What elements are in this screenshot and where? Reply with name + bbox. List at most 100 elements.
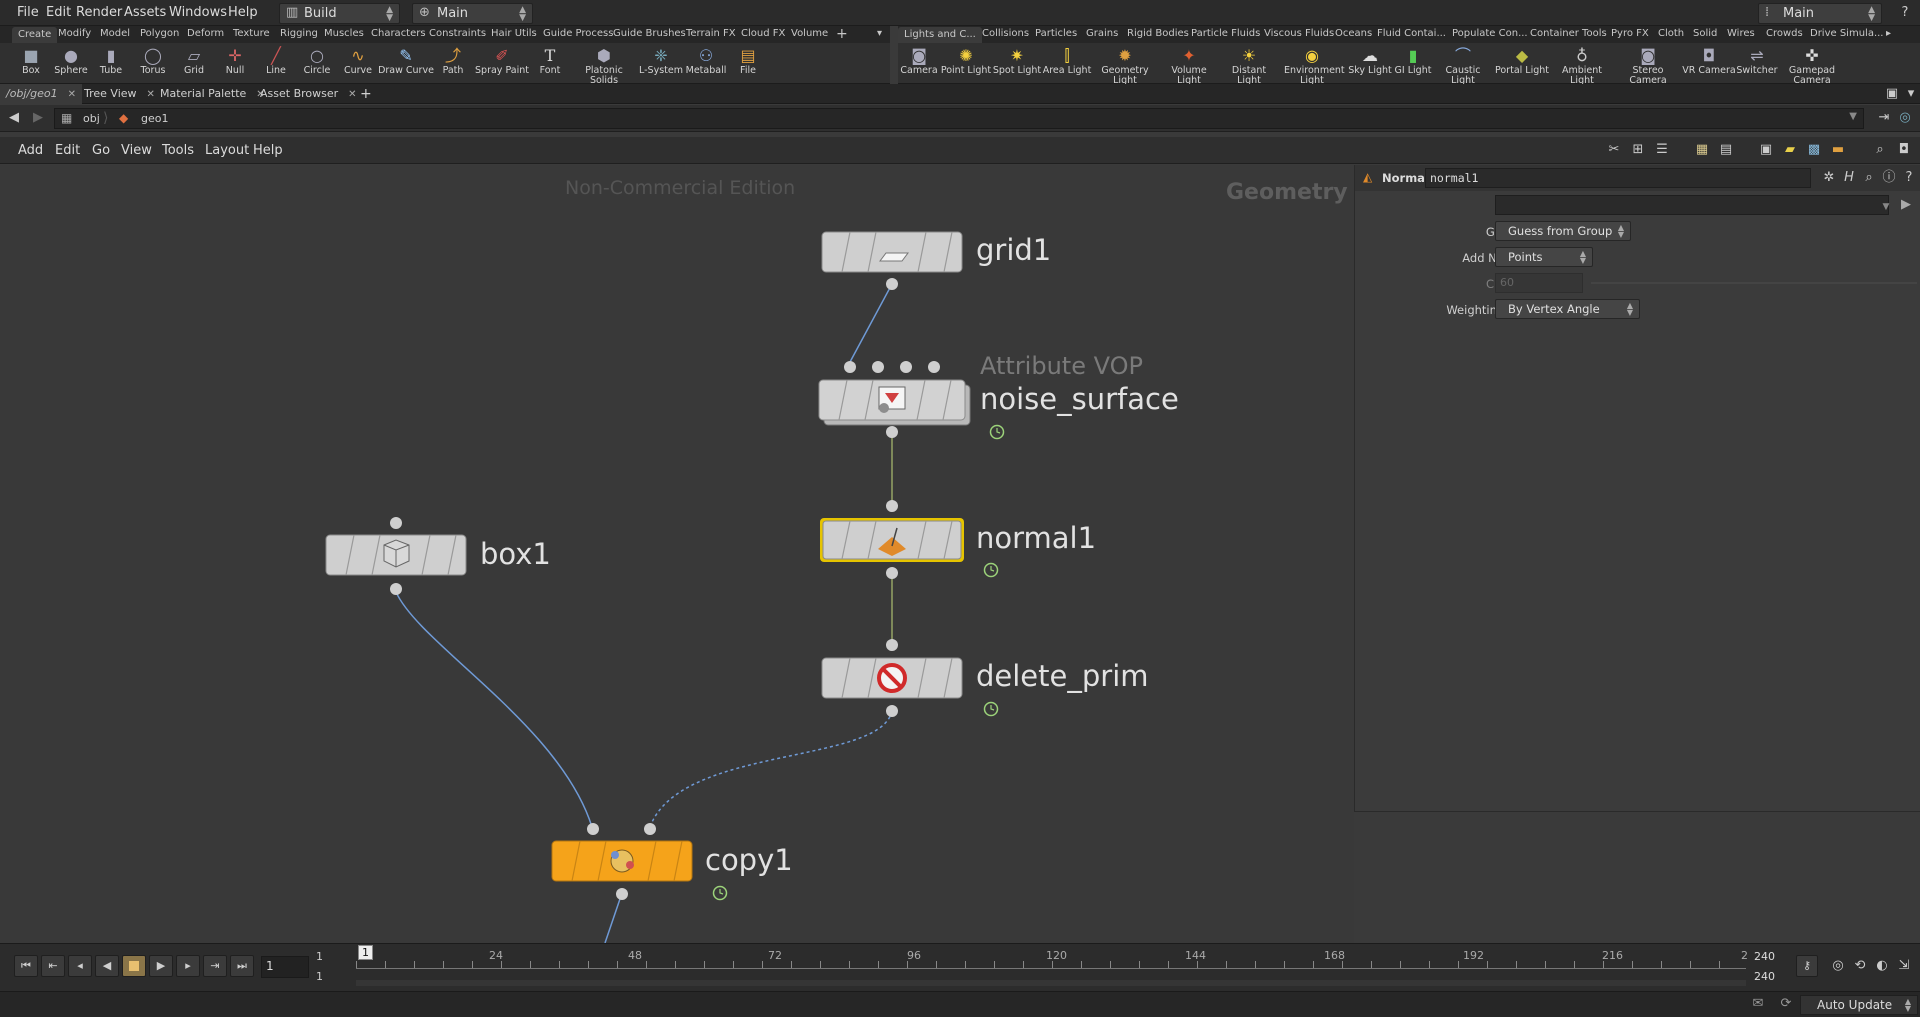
close-icon[interactable]: ✕ [256,89,265,100]
shelf-tab-crowds[interactable]: Crowds [1766,28,1803,39]
node-label-copy1[interactable]: copy1 [705,843,793,877]
node-delete-prim[interactable] [821,639,963,717]
houdini-icon[interactable]: H [1844,170,1854,185]
tool-switcher[interactable]: ⇌Switcher [1729,46,1785,76]
tool-volume-light[interactable]: ✦Volume Light [1161,46,1217,86]
tool-sphere[interactable]: ●Sphere [43,46,99,76]
menu-file[interactable]: File [17,5,39,20]
tab-material-palette[interactable]: Material Palette✕ [154,84,271,104]
menu-windows[interactable]: Windows [169,5,228,20]
shelf-tab-guide-process[interactable]: Guide Process [543,28,614,39]
back-icon[interactable]: ◀ [9,110,19,125]
shelf-tab-particle-fluids[interactable]: Particle Fluids [1191,28,1261,39]
shelf-tab-terrain-fx[interactable]: Terrain FX [686,28,736,39]
jump-start-button[interactable]: ⏮ [14,955,38,977]
right-desktop-select[interactable]: ⁞ Main ▲▼ [1758,3,1882,24]
step-back-button[interactable]: ◂ [68,955,92,977]
tree-icon[interactable]: ⊞ [1632,142,1644,157]
shelf-tab-guide-brushes[interactable]: Guide Brushes [613,28,686,39]
update-mode-select[interactable]: Auto Update ▲▼ [1800,995,1918,1015]
step-forward-button[interactable]: ▸ [176,955,200,977]
main-view-select[interactable]: ⊕ Main ▲▼ [412,3,533,24]
zoom-icon[interactable]: ⌕ [1876,142,1884,157]
global-anim-icon[interactable]: ⇲ [1898,958,1910,973]
shelf-tab-characters[interactable]: Characters [371,28,426,39]
shelf-tab-volume[interactable]: Volume [791,28,829,39]
end-frame-field[interactable]: 240 [1754,950,1775,963]
stop-button[interactable] [122,955,146,977]
sticky-note-icon[interactable]: ▰ [1785,142,1795,157]
next-key-button[interactable]: ⇥ [203,955,227,977]
shelf-tab-pyro-fx[interactable]: Pyro FX [1611,28,1649,39]
help-icon[interactable]: ? [1901,5,1909,20]
screenshot-icon[interactable]: ◘ [1898,142,1910,157]
shelf-tab-modify[interactable]: Modify [58,28,92,39]
tool-caustic-light[interactable]: ⌒Caustic Light [1435,46,1491,86]
tool-camera[interactable]: ◙Camera [891,46,947,76]
play-button[interactable]: ▶ [149,955,173,977]
forward-icon[interactable]: ▶ [33,110,43,125]
tool-file[interactable]: ▤File [720,46,776,76]
netmenu-layout[interactable]: Layout [205,143,250,158]
menu-assets[interactable]: Assets [124,5,167,20]
node-label-grid1[interactable]: grid1 [976,233,1052,267]
network-editor[interactable]: Non-Commercial Edition Geometry [0,165,1354,943]
shelf-tab-lights[interactable]: Lights and C... [898,27,982,43]
timeline-ruler[interactable]: 1 24 48 72 96 120 144 168 192 216 2 [356,944,1748,976]
shelf-tab-polygon[interactable]: Polygon [140,28,180,39]
shelf-tab-model[interactable]: Model [100,28,131,39]
shelf-tab-collisions[interactable]: Collisions [982,28,1030,39]
tool-stereo-camera[interactable]: ◙Stereo Camera [1620,46,1676,86]
tool-torus[interactable]: ◯Torus [125,46,181,76]
node-label-normal1[interactable]: normal1 [976,521,1097,555]
search-icon[interactable]: ⌕ [1865,170,1873,185]
desktop-select[interactable]: ▥ Build ▲▼ [279,3,400,24]
shelf-tab-muscles[interactable]: Muscles [324,28,364,39]
shelf-tab-solid[interactable]: Solid [1693,28,1718,39]
tool-grid[interactable]: ▱Grid [166,46,222,76]
tool-box[interactable]: ■Box [3,46,59,76]
loop-icon[interactable]: ⟲ [1854,958,1866,973]
netmenu-edit[interactable]: Edit [55,143,81,158]
audio-icon[interactable]: ◐ [1876,958,1888,973]
path-field[interactable]: ▦ obj ⟩ ◆ geo1 ▼ [54,108,1864,129]
maximize-pane-icon[interactable]: ▣ [1885,86,1899,101]
netmenu-help[interactable]: Help [253,143,283,158]
shelf-menu-icon[interactable]: ▾ [877,28,883,39]
prev-key-button[interactable]: ⇤ [41,955,65,977]
tool-metaball[interactable]: ⚇Metaball [678,46,734,76]
tool-vr-camera[interactable]: ◘VR Camera [1681,46,1737,76]
tool-platonic-solids[interactable]: ⬢Platonic Solids [576,46,632,86]
shelf-tab-wires[interactable]: Wires [1727,28,1755,39]
help-icon[interactable]: ? [1905,170,1913,185]
jump-end-button[interactable]: ⏭ [230,955,254,977]
tool-environment-light[interactable]: ◉Environment Light [1284,46,1345,86]
gear-icon[interactable]: ✲ [1823,170,1835,185]
tool-spot-light[interactable]: ✷Spot Light [989,46,1045,76]
tool-distant-light[interactable]: ☀Distant Light [1221,46,1277,86]
add-shelf-icon[interactable]: + [836,26,848,42]
shelf-tab-grains[interactable]: Grains [1086,28,1119,39]
link-icon[interactable]: ◎ [1899,110,1911,125]
shelf-tab-oceans[interactable]: Oceans [1335,28,1373,39]
tool-gi-light[interactable]: ▮GI Light [1385,46,1441,76]
shelf-tab-fluid-containers[interactable]: Fluid Contai... [1377,28,1446,39]
node-label-delete-prim[interactable]: delete_prim [976,659,1149,693]
tool-l-system[interactable]: ❈L-System [633,46,689,76]
play-reverse-button[interactable]: ◀ [95,955,119,977]
shelf-tab-drive-simulation[interactable]: Drive Simula... [1810,28,1884,39]
tool-area-light[interactable]: ⫿Area Light [1039,46,1095,76]
menu-help[interactable]: Help [228,5,258,20]
bundle-icon[interactable]: ▬ [1831,142,1845,157]
key-icon[interactable]: ⚷ [1796,955,1818,977]
grid-view-icon[interactable]: ▦ [1695,142,1709,157]
tool-geometry-light[interactable]: ✹Geometry Light [1097,46,1153,86]
shelf-tab-viscous-fluids[interactable]: Viscous Fluids [1264,28,1335,39]
tool-circle[interactable]: ○Circle [289,46,345,76]
shelf-tab-cloth[interactable]: Cloth [1658,28,1685,39]
menu-render[interactable]: Render [76,5,123,20]
tool-line[interactable]: ╱Line [248,46,304,76]
select-arrow-icon[interactable]: ▶ [1901,197,1911,212]
start-frame-field[interactable]: 1 [316,950,323,963]
